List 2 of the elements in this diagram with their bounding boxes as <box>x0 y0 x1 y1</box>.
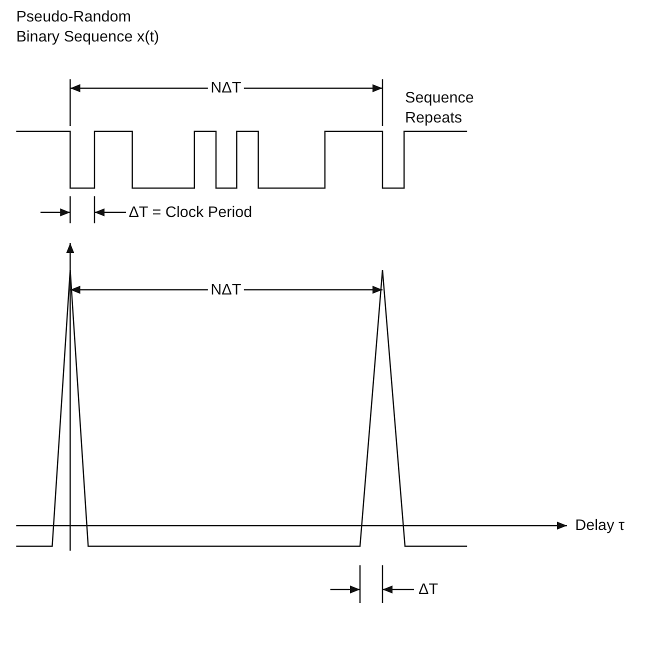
signal-title: Pseudo-Random Binary Sequence x(t) <box>15 7 160 47</box>
annotation-text: Sequence Repeats <box>404 88 475 128</box>
